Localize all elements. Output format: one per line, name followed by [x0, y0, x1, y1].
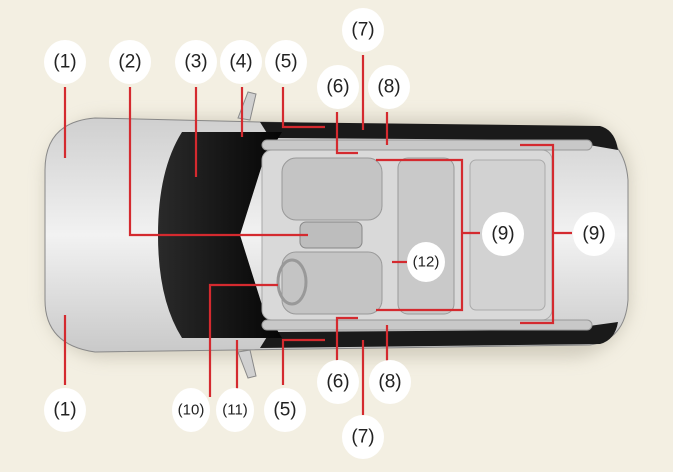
- callout-text: (6): [326, 372, 349, 393]
- callout-text: (1): [53, 52, 76, 73]
- callout-12: (12): [407, 242, 445, 282]
- callout-text: (1): [53, 400, 76, 421]
- steering-wheel: [276, 258, 308, 306]
- callout-text: (7): [351, 20, 374, 41]
- front-seat-right: [281, 251, 383, 315]
- callout-text: (7): [351, 427, 374, 448]
- center-console: [299, 221, 363, 249]
- callout-text: (6): [326, 77, 349, 98]
- roof-dark-strip-top: [260, 122, 618, 150]
- callout-10: (10): [172, 388, 210, 432]
- callout-text: (12): [413, 254, 440, 271]
- mirror-top: [237, 91, 257, 121]
- callout-2: (2): [109, 40, 151, 84]
- callout-1-top: (1): [44, 40, 86, 84]
- front-seat-left: [281, 157, 383, 221]
- callout-text: (11): [222, 402, 248, 419]
- roof-rail-top: [261, 139, 593, 151]
- leader-lines: [63, 55, 572, 425]
- callout-4: (4): [220, 40, 262, 84]
- callout-3: (3): [175, 40, 217, 84]
- callout-text: (8): [377, 77, 400, 98]
- callout-labels: (1) (2) (3) (4) (5) (7) (6) (8) (9) (9) …: [44, 8, 615, 459]
- callout-9-inner: (9): [482, 212, 524, 256]
- car-illustration: [44, 91, 630, 379]
- callout-text: (3): [184, 52, 207, 73]
- callout-6-bottom: (6): [317, 360, 359, 404]
- callout-7-bottom: (7): [342, 415, 384, 459]
- roof-rail-bottom: [261, 319, 593, 331]
- callout-text: (9): [491, 224, 514, 245]
- callout-7-top: (7): [342, 8, 384, 52]
- callout-text: (10): [178, 402, 205, 419]
- callout-text: (5): [274, 52, 297, 73]
- roof-dark-strip-bottom: [260, 322, 618, 348]
- callout-5-bottom: (5): [264, 388, 306, 432]
- callout-6-top: (6): [317, 65, 359, 109]
- callout-text: (5): [273, 400, 296, 421]
- callout-text: (8): [378, 372, 401, 393]
- callout-8-bottom: (8): [369, 360, 411, 404]
- rear-seat: [397, 157, 455, 315]
- callout-text: (9): [582, 224, 605, 245]
- mirror-bottom: [237, 349, 257, 379]
- callout-text: (4): [229, 52, 252, 73]
- callout-text: (2): [118, 52, 141, 73]
- callout-11: (11): [216, 388, 254, 432]
- callout-8-top: (8): [368, 65, 410, 109]
- callout-5-top: (5): [265, 40, 307, 84]
- callout-9-outer: (9): [573, 212, 615, 256]
- callout-1-bottom: (1): [44, 388, 86, 432]
